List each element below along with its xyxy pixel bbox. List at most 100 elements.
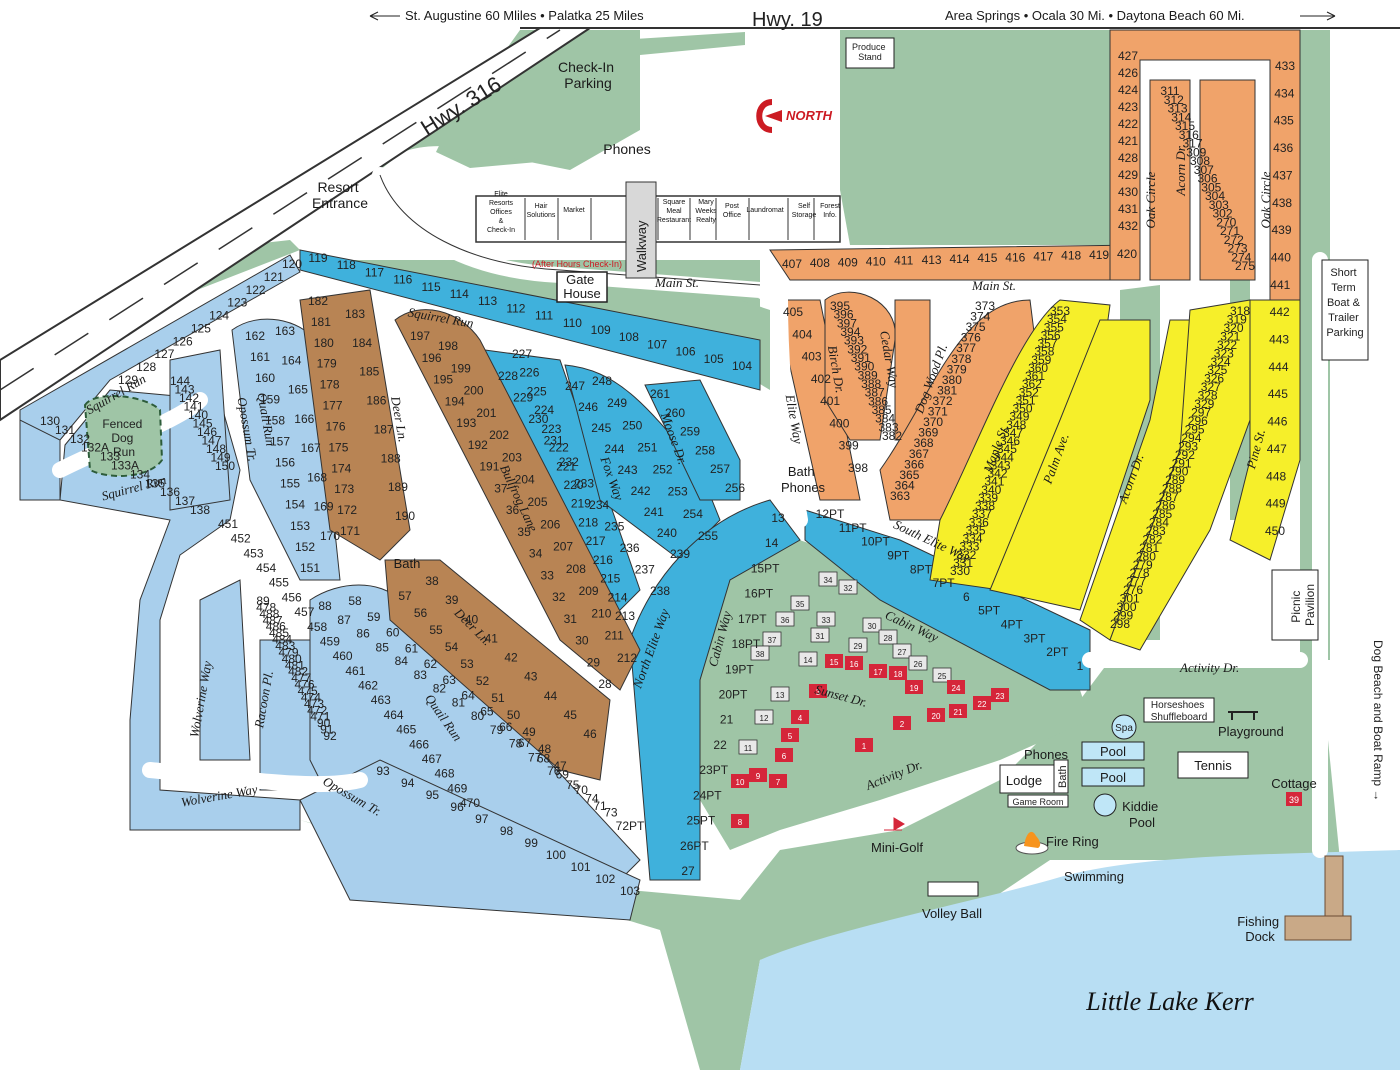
site-number: 319 bbox=[1227, 313, 1247, 327]
cabin-number: 11 bbox=[744, 744, 753, 753]
site-number: 10PT bbox=[861, 535, 890, 549]
site-number: 23PT bbox=[699, 763, 728, 777]
site-number: 203 bbox=[502, 450, 522, 464]
site-number: 227 bbox=[512, 347, 532, 361]
site-number: 259 bbox=[680, 425, 700, 439]
site-number: 160 bbox=[255, 371, 275, 385]
cabin-number: 27 bbox=[898, 648, 907, 657]
cabin-number: 29 bbox=[854, 642, 863, 651]
site-number: 272 bbox=[1224, 233, 1244, 247]
site-number: 482 bbox=[288, 665, 308, 679]
site-number: 384 bbox=[875, 412, 895, 426]
site-number: 274 bbox=[1231, 250, 1251, 264]
site-number: 436 bbox=[1273, 141, 1293, 155]
site-number: 435 bbox=[1274, 114, 1294, 128]
site-number: 275 bbox=[1235, 259, 1255, 273]
site-number: 260 bbox=[665, 406, 685, 420]
site-number: 201 bbox=[476, 406, 496, 420]
site-number: 137 bbox=[175, 494, 195, 508]
site-number: 447 bbox=[1267, 442, 1287, 456]
site-number: 300 bbox=[1116, 600, 1136, 614]
site-number: 54 bbox=[445, 640, 459, 654]
site-number: 206 bbox=[540, 517, 560, 531]
site-number: 433 bbox=[1275, 59, 1295, 73]
site-number: 448 bbox=[1266, 469, 1286, 483]
site-number: 191 bbox=[479, 460, 499, 474]
cabin-marker bbox=[932, 667, 952, 683]
site-number: 173 bbox=[334, 482, 354, 496]
site-number: 307 bbox=[1194, 163, 1214, 177]
site-number: 88 bbox=[318, 599, 332, 613]
site-number: 68 bbox=[537, 752, 551, 766]
site-number: 373 bbox=[975, 299, 995, 313]
site-number: 336 bbox=[969, 515, 989, 529]
site-number: 326 bbox=[1204, 372, 1224, 386]
cabin-number: 33 bbox=[822, 616, 831, 625]
site-number: 31 bbox=[564, 612, 578, 626]
site-number: 318 bbox=[1230, 304, 1250, 318]
site-number: 320 bbox=[1223, 321, 1243, 335]
site-number: 238 bbox=[650, 584, 670, 598]
short-term-label: Short Term Boat & Trailer Parking bbox=[1326, 267, 1363, 339]
site-number: 418 bbox=[1061, 249, 1081, 263]
cabin-number: 3 bbox=[816, 688, 821, 697]
kiddie-pool-label: Kiddie Pool bbox=[1122, 799, 1162, 830]
site-number: 6 bbox=[963, 590, 970, 604]
lodge-label: Lodge bbox=[1006, 773, 1042, 788]
phones-top-label: Phones bbox=[603, 141, 650, 157]
site-number: 308 bbox=[1190, 154, 1210, 168]
site-number: 153 bbox=[290, 519, 310, 533]
site-number: 176 bbox=[325, 420, 345, 434]
cabin-number: 26 bbox=[914, 660, 923, 669]
site-number: 83 bbox=[414, 668, 428, 682]
site-number: 401 bbox=[820, 394, 840, 408]
main-st-label-1: Main St. bbox=[654, 275, 699, 290]
site-number: 200 bbox=[464, 384, 484, 398]
site-number: 20PT bbox=[719, 688, 748, 702]
site-number: 419 bbox=[1089, 248, 1109, 262]
cabin-marker-red bbox=[889, 666, 907, 680]
site-number: 149 bbox=[210, 451, 230, 465]
site-number: 346 bbox=[1000, 434, 1020, 448]
site-number: 147 bbox=[201, 434, 221, 448]
site-number: 30 bbox=[575, 634, 589, 648]
site-number: 292 bbox=[1175, 448, 1195, 462]
site-number: 66 bbox=[499, 720, 513, 734]
site-number: 470 bbox=[460, 796, 480, 810]
site-number: 17PT bbox=[738, 612, 767, 626]
site-number: 103 bbox=[620, 884, 640, 898]
site-number: 82 bbox=[433, 682, 447, 696]
site-number: 84 bbox=[395, 654, 409, 668]
site-number: 441 bbox=[1270, 278, 1290, 292]
site-number: 94 bbox=[401, 776, 415, 790]
cabin-marker bbox=[838, 579, 858, 595]
site-number: 381 bbox=[937, 383, 957, 397]
roads bbox=[52, 167, 1328, 858]
site-number: 87 bbox=[337, 613, 351, 627]
site-number: 258 bbox=[695, 443, 715, 457]
site-number: 67 bbox=[518, 736, 532, 750]
cabin-marker bbox=[770, 686, 790, 702]
site-number: 37 bbox=[494, 481, 508, 495]
site-number: 285 bbox=[1152, 507, 1172, 521]
site-number: 375 bbox=[966, 320, 986, 334]
produce-stand-box bbox=[845, 37, 895, 69]
site-number: 335 bbox=[966, 523, 986, 537]
site-number: 175 bbox=[328, 440, 348, 454]
site-number: 5PT bbox=[978, 604, 1001, 618]
phones-lodge-label: Phones bbox=[1024, 747, 1069, 762]
site-number: 208 bbox=[566, 562, 586, 576]
shop-label: Laundromat bbox=[746, 207, 783, 214]
cabin-marker-red bbox=[905, 680, 923, 694]
site-number: 341 bbox=[984, 475, 1004, 489]
cabin-marker bbox=[892, 643, 912, 659]
site-number: 76 bbox=[547, 764, 561, 778]
cabin-number: 20 bbox=[932, 712, 941, 721]
cabin-marker bbox=[750, 645, 770, 661]
site-number: 428 bbox=[1118, 151, 1138, 165]
site-number: 286 bbox=[1155, 499, 1175, 513]
site-number: 183 bbox=[345, 307, 365, 321]
site-number: 15PT bbox=[751, 561, 780, 575]
site-number: 474 bbox=[301, 690, 321, 704]
